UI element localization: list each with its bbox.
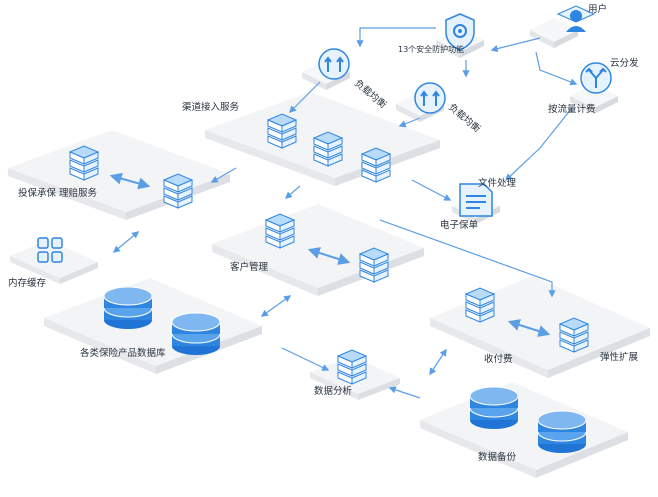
server-icon	[265, 213, 295, 249]
label-billing: 按流量计费	[548, 103, 596, 115]
label-channel: 渠道接入服务	[182, 101, 240, 113]
label-customer: 客户管理	[230, 261, 269, 273]
server-icon	[361, 147, 391, 183]
platform-backup	[420, 382, 628, 478]
server-icon	[359, 247, 389, 283]
database-icon	[469, 386, 519, 430]
server-icon	[559, 317, 589, 353]
server-icon	[69, 145, 99, 181]
label-product-db: 各类保险产品数据库	[80, 347, 166, 359]
branch-icon	[580, 62, 612, 94]
label-security: 13个安全防护功能	[398, 44, 464, 54]
label-pay-platform: 投保承保 理赔服务	[18, 187, 98, 199]
database-icon	[103, 286, 153, 330]
label-backup: 数据备份	[478, 451, 517, 463]
server-icon	[267, 113, 297, 149]
database-icon	[171, 312, 221, 356]
platform-underwriting	[8, 130, 230, 220]
database-icon	[537, 410, 587, 454]
platform-product-db	[44, 278, 262, 374]
label-cloud: 云分发	[610, 57, 639, 69]
grid-icon	[37, 237, 63, 263]
label-user: 用户	[588, 3, 607, 15]
label-elastic: 弹性扩展	[600, 351, 639, 363]
label-lb1: 负载均衡	[352, 77, 389, 111]
label-analysis: 数据分析	[314, 385, 353, 397]
label-file: 文件处理	[478, 177, 517, 189]
shield-gear-icon	[445, 13, 475, 51]
label-esign: 电子保单	[440, 219, 479, 231]
server-icon	[163, 173, 193, 209]
label-memory: 内存缓存	[8, 277, 47, 289]
platform-customer	[212, 204, 424, 296]
document-icon	[459, 183, 493, 217]
server-icon	[337, 349, 367, 385]
label-lb2: 负载均衡	[446, 101, 483, 135]
label-cashier: 收付费	[484, 353, 513, 365]
tile-user	[530, 18, 578, 48]
user-icon	[556, 5, 596, 32]
load-balance-icon	[318, 48, 350, 80]
connections	[109, 27, 578, 399]
server-icon	[465, 287, 495, 323]
load-balance-icon	[414, 82, 446, 114]
server-icon	[313, 131, 343, 167]
